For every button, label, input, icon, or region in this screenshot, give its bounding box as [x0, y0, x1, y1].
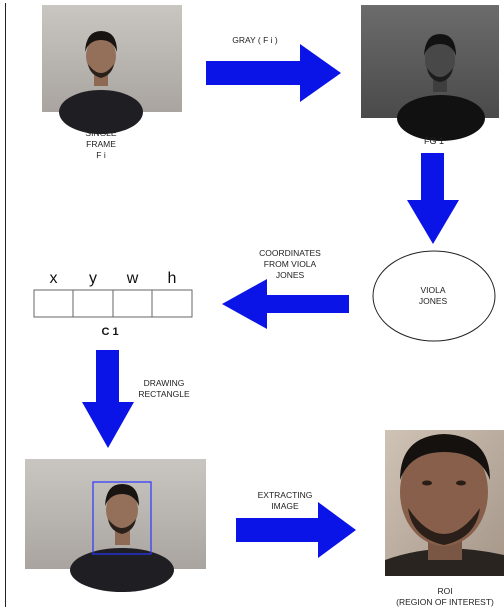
single-frame-image [42, 5, 182, 134]
single-frame-label: SINGLE FRAME F i [85, 128, 117, 160]
detected-frame-image [25, 459, 206, 592]
table-header-y: y [89, 270, 97, 287]
gray-arrow [206, 44, 341, 102]
diagram-border [5, 3, 500, 607]
viola-jones-ellipse [372, 250, 496, 342]
table-header-x: x [49, 270, 58, 287]
fg-label: FG 1 [423, 136, 444, 146]
drawing-rectangle-label: DRAWING RECTANGLE [138, 378, 190, 399]
coordinates-table [33, 289, 193, 318]
gray-edge-label: GRAY ( F i ) [232, 35, 278, 45]
extracting-arrow [236, 502, 356, 558]
coordinates-arrow [222, 279, 349, 329]
table-header-w: w [126, 270, 139, 287]
viola-jones-label: VIOLA JONES [418, 285, 448, 306]
detection-rectangle [92, 481, 152, 555]
table-header-h: h [167, 270, 177, 287]
table-caption: C 1 [101, 326, 119, 338]
coordinates-edge-label: COORDINATES FROM VIOLA JONES [259, 248, 321, 280]
grayscale-frame-image [361, 5, 499, 141]
fg-to-viola-arrow [407, 153, 459, 244]
extracting-edge-label: EXTRACTING IMAGE [257, 490, 313, 511]
c1-to-drawing-arrow [82, 350, 134, 448]
roi-image [385, 430, 504, 576]
roi-label: ROI (REGION OF INTEREST) [396, 586, 494, 607]
